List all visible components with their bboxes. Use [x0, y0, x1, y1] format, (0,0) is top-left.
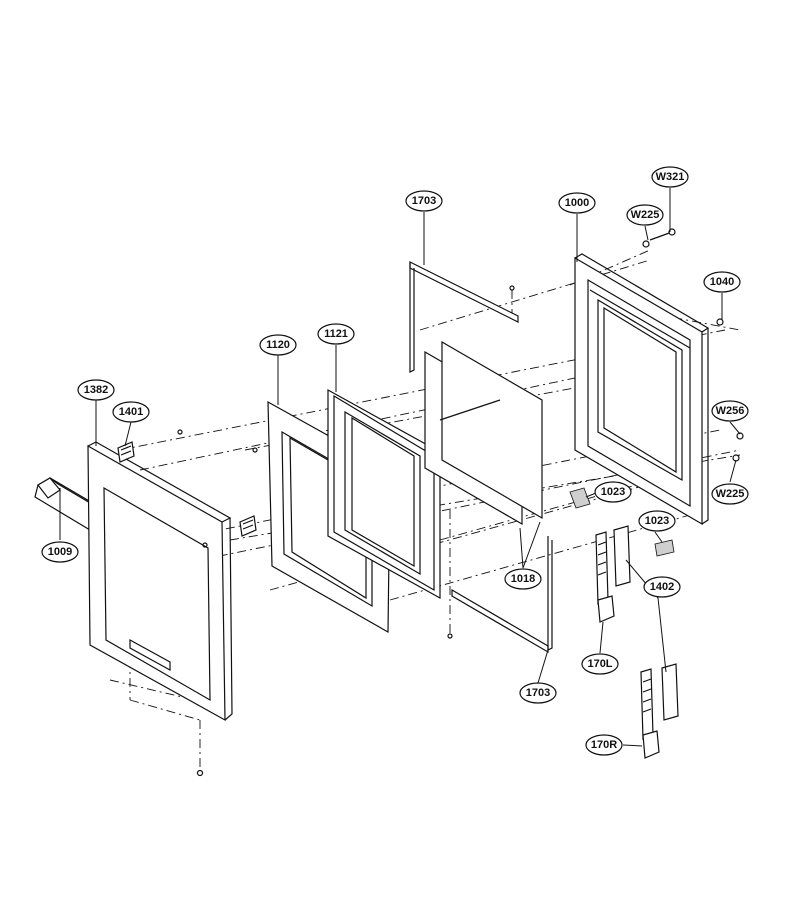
- callout-1023-b-label: 1023: [645, 515, 669, 527]
- callout-1402-label: 1402: [650, 581, 674, 593]
- callout-170L: 170L: [581, 653, 619, 675]
- callout-170R: 170R: [585, 734, 623, 756]
- callout-1040-label: 1040: [710, 276, 734, 288]
- callout-1009: 1009: [41, 541, 79, 563]
- hinge-right: [640, 668, 660, 759]
- door-gasket-frame: [327, 388, 441, 600]
- hinge-covers: [613, 525, 679, 721]
- callout-W256: W256: [711, 400, 749, 422]
- callout-1040: 1040: [703, 271, 741, 293]
- callout-W225-top-label: W225: [631, 209, 660, 221]
- callout-1703-top: 1703: [405, 190, 443, 212]
- callout-1703-top-label: 1703: [412, 195, 436, 207]
- callout-W225-right: W225: [711, 483, 749, 505]
- callout-1023-b: 1023: [638, 510, 676, 532]
- callout-W321-label: W321: [656, 171, 685, 183]
- callout-170R-label: 170R: [591, 739, 617, 751]
- callout-1009-label: 1009: [48, 546, 72, 558]
- callout-W256-label: W256: [716, 405, 745, 417]
- callout-1018: 1018: [504, 568, 542, 590]
- glass-panes: [424, 340, 543, 526]
- hinge-bracket: [117, 429, 258, 548]
- spacer-blocks: [569, 487, 675, 557]
- callout-W225-right-label: W225: [716, 488, 745, 500]
- callout-W321: W321: [651, 166, 689, 188]
- callout-1023-a: 1023: [594, 481, 632, 503]
- hinge-left: [595, 531, 615, 623]
- callout-1703-bottom: 1703: [519, 682, 557, 704]
- glass-retainer-bottom: [451, 536, 553, 654]
- callout-1401: 1401: [112, 401, 150, 423]
- callout-1000: 1000: [558, 192, 596, 214]
- callout-1121-label: 1121: [324, 328, 348, 340]
- inner-door-frame: [574, 253, 710, 526]
- callout-1402: 1402: [643, 576, 681, 598]
- callout-1018-label: 1018: [511, 573, 535, 585]
- callout-170L-label: 170L: [587, 658, 612, 670]
- callout-1120-label: 1120: [266, 339, 290, 351]
- screws: [196, 228, 744, 777]
- glass-retainer-top: [409, 261, 519, 373]
- leader-lines: [59, 188, 741, 747]
- callout-W225-top: W225: [626, 204, 664, 226]
- callout-1382-label: 1382: [84, 384, 108, 396]
- callout-1000-label: 1000: [565, 197, 589, 209]
- outer-door-panel: [87, 441, 233, 722]
- callout-1401-label: 1401: [119, 406, 143, 418]
- callout-1382: 1382: [77, 379, 115, 401]
- callout-1023-a-label: 1023: [601, 486, 625, 498]
- callout-1120: 1120: [259, 334, 297, 356]
- callout-1121: 1121: [317, 323, 355, 345]
- callout-1703-bottom-label: 1703: [526, 687, 550, 699]
